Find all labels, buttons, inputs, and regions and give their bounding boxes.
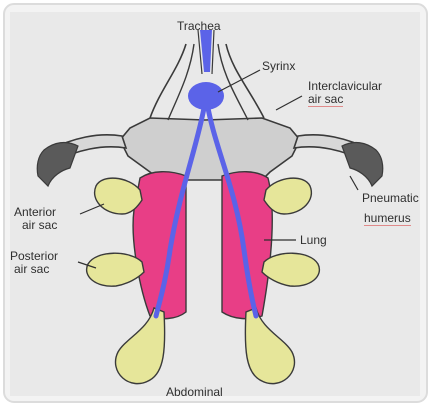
label-trachea: Trachea (177, 20, 221, 33)
label-posterior-line2: air sac (14, 263, 49, 276)
label-pneumatic-line1: Pneumatic (362, 192, 419, 205)
label-anterior-line2: air sac (22, 219, 57, 232)
label-lung: Lung (300, 234, 327, 247)
panel-background (10, 12, 420, 396)
label-syrinx: Syrinx (262, 60, 295, 73)
label-abdominal: Abdominal (166, 386, 223, 399)
label-interclavicular-line2: air sac (308, 93, 343, 107)
label-pneumatic-line2: humerus (364, 212, 411, 226)
syrinx (188, 82, 224, 110)
